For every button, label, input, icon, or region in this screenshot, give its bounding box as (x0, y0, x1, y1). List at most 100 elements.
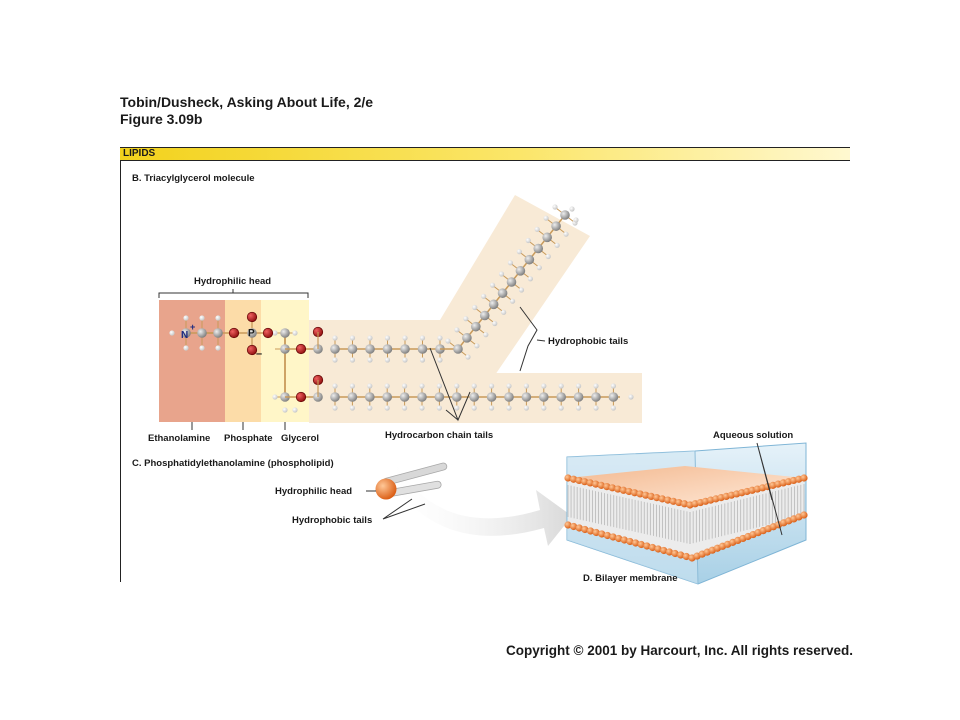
carbon-atom (280, 328, 290, 338)
carbon-atom (486, 392, 497, 402)
hydrogen-atom (332, 335, 338, 341)
nitrogen-charge-label: + (190, 322, 195, 332)
hydrophobic-tails-label: Hydrophobic tails (548, 336, 628, 347)
lipid-head (654, 545, 662, 553)
carbon-atom (213, 328, 223, 338)
carbon-atom (382, 344, 393, 354)
hydrogen-atom (436, 405, 442, 411)
lipid-head (675, 498, 683, 507)
lipid-head (660, 546, 668, 555)
lipid-head (597, 481, 605, 489)
hydrogen-atom (349, 405, 355, 411)
hydrogen-atom (402, 335, 408, 341)
hydrogen-atom (169, 330, 175, 336)
hydrogen-atom (332, 405, 338, 411)
panel-d-title: D. Bilayer membrane (583, 573, 678, 584)
lipid-head (800, 511, 808, 519)
carbon-atom (488, 299, 499, 310)
lipid-head (575, 524, 583, 532)
aqueous-leaders (756, 442, 783, 536)
lipid-head (626, 537, 634, 546)
hydrogen-atom (272, 330, 278, 336)
hydrogen-atom (534, 226, 540, 232)
hydrogen-atom (483, 332, 489, 338)
oxygen-atom (262, 327, 274, 339)
hydrogen-atom (384, 383, 390, 389)
hydrogen-atom (489, 282, 496, 288)
hydrogen-atom (492, 320, 498, 327)
hydrogen-atom (384, 357, 391, 363)
carbon-atom (521, 392, 532, 402)
hydrogen-atom (282, 407, 288, 413)
carbon-atom (365, 344, 375, 354)
oxygen-atom (295, 391, 307, 403)
carbon-atom (330, 344, 340, 354)
carbon-atom (462, 333, 472, 343)
panel-b-title: B. Triacylglycerol molecule (132, 173, 255, 184)
hydrogen-atom (552, 204, 558, 210)
lipid-head (598, 530, 606, 538)
hydrogen-atom (367, 383, 373, 389)
copyright-notice: Copyright © 2001 by Harcourt, Inc. All r… (506, 643, 854, 658)
hydrogen-atom (576, 383, 582, 389)
aqueous-solution-label: Aqueous solution (713, 430, 793, 441)
oxygen-atom (228, 327, 240, 339)
hydrogen-atom (402, 405, 408, 411)
lipid-head (619, 486, 628, 494)
carbon-atom (247, 328, 257, 338)
carbon-atom (434, 392, 445, 402)
carbon-atom (347, 392, 358, 402)
carbon-atom (181, 328, 191, 338)
section-label: LIPIDS (123, 148, 156, 159)
hydrogen-atom (527, 276, 534, 282)
carbon-atom (479, 310, 490, 321)
hydrogen-atom (402, 383, 408, 389)
hydrogen-atom (349, 383, 355, 389)
hydrogen-atom (541, 405, 547, 411)
hydrogen-atom (471, 383, 477, 389)
lipid-head (643, 542, 651, 550)
carbon-atom (471, 321, 481, 332)
hydrophilic-head-bracket (158, 289, 309, 298)
hydrogen-atom (384, 405, 390, 411)
oxygen-charge-label: – (256, 348, 262, 360)
hydrogen-atom (199, 315, 205, 321)
lipid-head (592, 528, 600, 537)
hydrogen-atom (610, 383, 617, 389)
hydrogen-atom (465, 354, 471, 360)
carbon-atom (400, 344, 410, 354)
lipid-head (592, 480, 600, 488)
hydrocarbon-chain-label: Hydrocarbon chain tails (385, 430, 493, 441)
hydrophobic-tails-bracket (519, 306, 546, 372)
lipid-head (682, 552, 690, 561)
panel-c-hydrophobic-tails-label: Hydrophobic tails (292, 515, 372, 526)
lipid-head (636, 490, 644, 498)
carbon-atom (469, 392, 480, 402)
c-tail-leaders (382, 498, 426, 520)
hydrogen-atom (349, 335, 356, 341)
header-title: Tobin/Dusheck, Asking About Life, 2/e (120, 94, 374, 110)
lipid-head (653, 494, 661, 502)
carbon-atom (452, 392, 462, 402)
hydrogen-atom (543, 215, 549, 221)
oxygen-atom (246, 311, 258, 323)
carbon-atom (524, 254, 535, 265)
hydrogen-atom (558, 405, 564, 411)
lipid-head (642, 491, 650, 499)
hydrogen-atom (437, 335, 443, 341)
carbon-atom (591, 392, 601, 402)
ethanolamine-label: Ethanolamine (148, 433, 210, 444)
hydrogen-atom (576, 405, 582, 411)
hydrogen-atom (437, 357, 443, 363)
hydrophilic-head-label: Hydrophilic head (194, 276, 271, 287)
hydrogen-atom (367, 357, 373, 363)
hydrocarbon-leaders (429, 347, 471, 422)
hydrogen-atom (573, 217, 579, 223)
ethanolamine-region (159, 300, 225, 422)
carbon-atom (453, 344, 463, 354)
glycerol-label: Glycerol (281, 433, 319, 444)
carbon-atom (515, 266, 526, 276)
hydrogen-atom (545, 253, 551, 260)
hydrogen-atom (506, 405, 512, 411)
carbon-atom (539, 392, 549, 402)
